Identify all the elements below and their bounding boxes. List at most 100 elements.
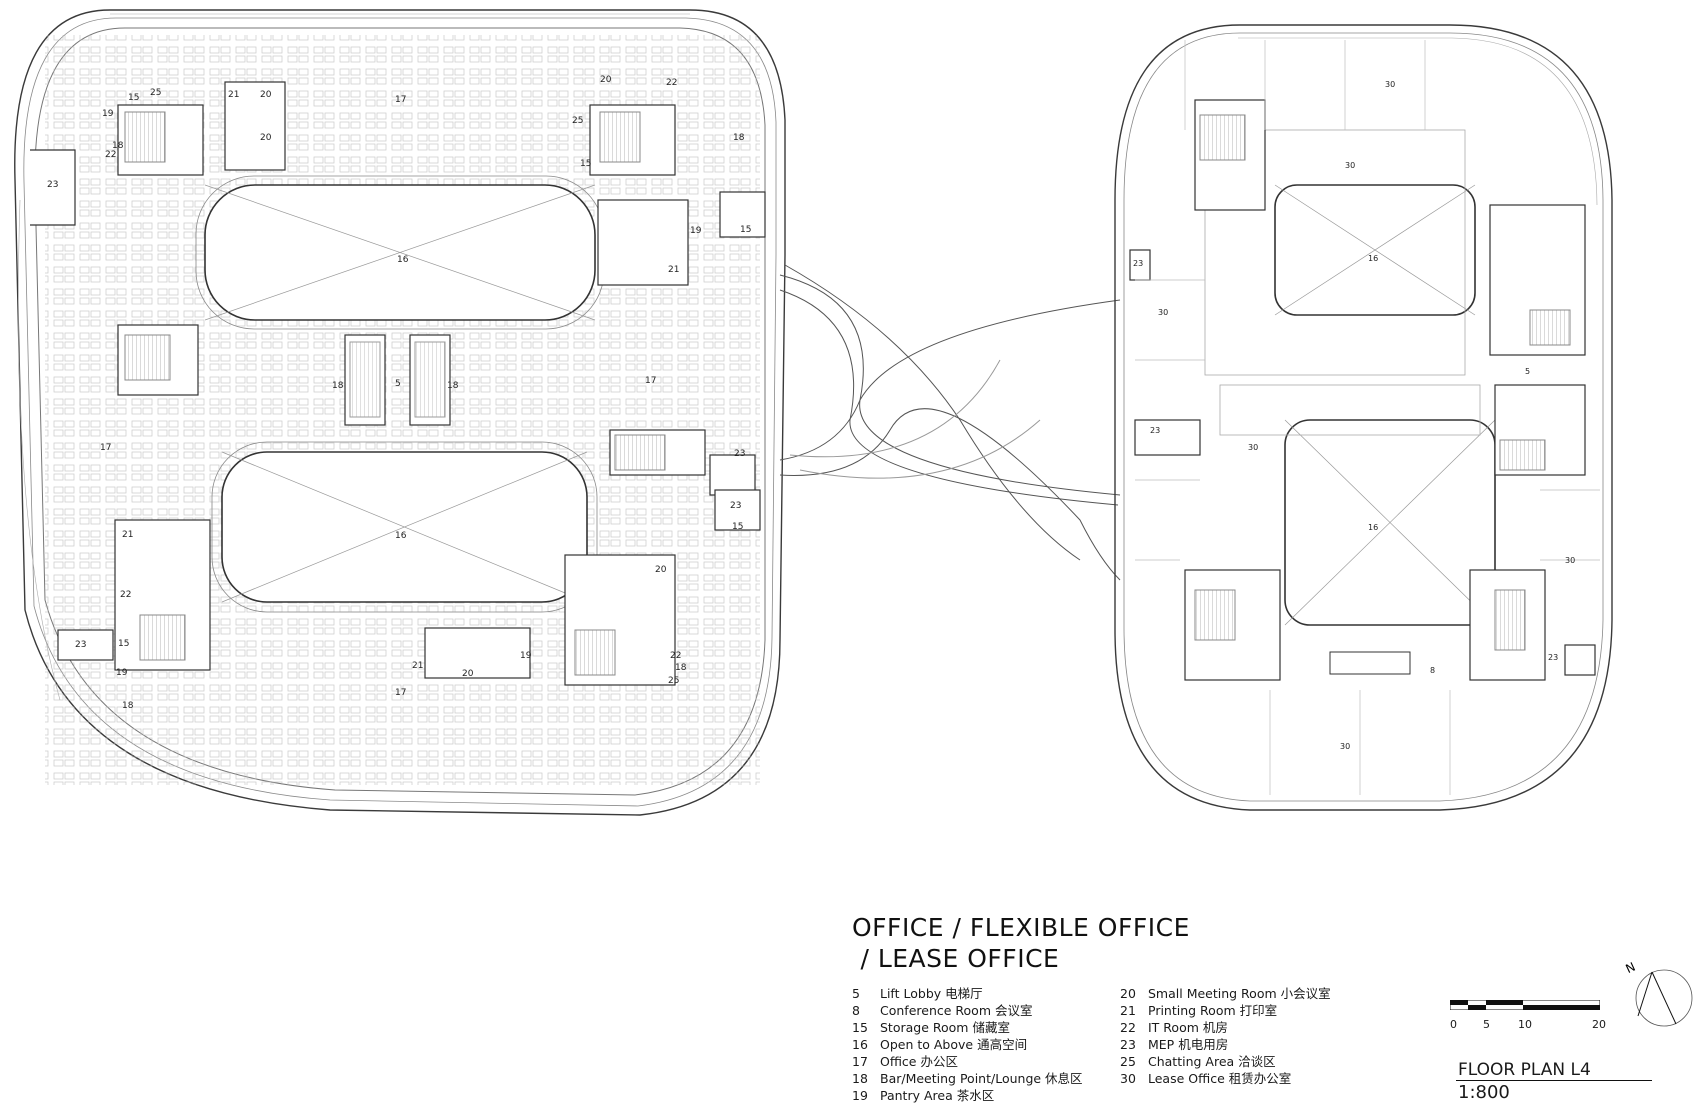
room-tag: 23 (1133, 259, 1143, 268)
room-tag: 17 (395, 688, 406, 698)
floor-plan-name: FLOOR PLAN L4 (1458, 1060, 1591, 1080)
scale-tick: 5 (1483, 1018, 1490, 1031)
room-tag: 30 (1340, 742, 1350, 751)
legend-label: Pantry Area 茶水区 (880, 1088, 995, 1103)
right-building (1114, 24, 1613, 811)
room-tag: 23 (75, 640, 86, 650)
room-tag: 30 (1248, 443, 1258, 452)
legend-item: 19 Pantry Area 茶水区 (852, 1087, 1083, 1104)
legend-column-1: 5 Lift Lobby 电梯厅 8 Conference Room 会议室 15 Sto… (852, 985, 1083, 1104)
room-tag: 17 (645, 376, 656, 386)
legend-number: 17 (852, 1054, 868, 1069)
room-tag: 19 (102, 109, 114, 119)
connecting-bridge (779, 264, 1121, 581)
legend-column-2: 20 Small Meeting Room 小会议室 21 Printing Room… (1120, 985, 1331, 1087)
legend-number: 8 (852, 1003, 860, 1018)
legend-number: 16 (852, 1037, 868, 1052)
legend-number: 30 (1120, 1071, 1136, 1086)
room-tag: 23 (1548, 653, 1558, 662)
room-tag: 20 (260, 90, 272, 100)
legend-label: Bar/Meeting Point/Lounge 休息区 (880, 1071, 1083, 1086)
room-tag: 19 (690, 226, 702, 236)
room-tag: 15 (128, 93, 139, 103)
legend-label: Storage Room 储藏室 (880, 1020, 1010, 1035)
room-tag: 15 (740, 225, 751, 235)
room-tag: 18 (675, 663, 687, 673)
room-tag: 23 (47, 180, 58, 190)
legend-number: 18 (852, 1071, 868, 1086)
room-tag: 30 (1385, 80, 1395, 89)
scale-tick: 10 (1518, 1018, 1532, 1031)
right-outer-facade (1114, 24, 1613, 811)
legend-label: Lift Lobby 电梯厅 (880, 986, 983, 1001)
room-tag: 18 (122, 701, 134, 711)
room-tag: 15 (118, 639, 129, 649)
room-tag: 18 (332, 381, 344, 391)
room-tags: 16 16 17 17 17 17 5 18 18 18 18 18 18 19… (47, 75, 1575, 751)
room-tag: 21 (412, 661, 423, 671)
divider (1456, 1080, 1652, 1081)
room-tag: 23 (734, 449, 745, 459)
room-tag: 19 (520, 651, 532, 661)
legend-number: 21 (1120, 1003, 1136, 1018)
room-tag: 18 (447, 381, 459, 391)
legend-item: 18 Bar/Meeting Point/Lounge 休息区 (852, 1070, 1083, 1087)
room-tag: 19 (116, 668, 128, 678)
legend-title-line: OFFICE / FLEXIBLE OFFICE (852, 913, 1190, 942)
legend-item: 8 Conference Room 会议室 (852, 1002, 1083, 1019)
room-tag: 20 (600, 75, 612, 85)
legend-label: MEP 机电用房 (1148, 1037, 1229, 1052)
legend-label: Printing Room 打印室 (1148, 1003, 1278, 1018)
legend-item: 22 IT Room 机房 (1120, 1019, 1331, 1036)
legend-item: 16 Open to Above 通高空间 (852, 1036, 1083, 1053)
legend-label: Chatting Area 洽谈区 (1148, 1054, 1276, 1069)
room-tag: 30 (1345, 161, 1355, 170)
room-tag: 17 (100, 443, 111, 453)
room-tag: 23 (1150, 426, 1160, 435)
room-tag: 23 (730, 501, 741, 511)
legend-item: 30 Lease Office 租赁办公室 (1120, 1070, 1331, 1087)
left-outer-facade (14, 9, 786, 816)
legend-label: Open to Above 通高空间 (880, 1037, 1028, 1052)
room-tag: 5 (395, 379, 401, 389)
left-building (14, 9, 786, 816)
legend-number: 5 (852, 986, 860, 1001)
room-tag: 17 (395, 95, 406, 105)
room-tag: 30 (1158, 308, 1168, 317)
legend-number: 19 (852, 1088, 868, 1103)
room-tag: 25 (572, 116, 583, 126)
legend-label: Small Meeting Room 小会议室 (1148, 986, 1331, 1001)
legend-number: 22 (1120, 1020, 1136, 1035)
room-tag: 25 (668, 676, 679, 686)
room-tag: 5 (1525, 367, 1530, 376)
scale-ratio: 1:800 (1458, 1082, 1510, 1103)
room-tag: 16 (395, 531, 407, 541)
legend-number: 15 (852, 1020, 868, 1035)
legend-label: Lease Office 租赁办公室 (1148, 1071, 1292, 1086)
room-tag: 22 (666, 78, 677, 88)
room-tag: 20 (655, 565, 667, 575)
legend-item: 20 Small Meeting Room 小会议室 (1120, 985, 1331, 1002)
legend-number: 20 (1120, 986, 1136, 1001)
legend-title-line: / LEASE OFFICE (852, 944, 1060, 973)
room-tag: 21 (668, 265, 679, 275)
north-label: N (1624, 960, 1637, 976)
room-tag: 15 (580, 159, 591, 169)
north-arrow-icon: N (1624, 960, 1693, 1027)
room-tag: 20 (260, 133, 272, 143)
legend-item: 5 Lift Lobby 电梯厅 (852, 985, 1083, 1002)
legend-label: Conference Room 会议室 (880, 1003, 1033, 1018)
legend-label: IT Room 机房 (1148, 1020, 1228, 1035)
legend-item: 15 Storage Room 储藏室 (852, 1019, 1083, 1036)
room-tag: 22 (670, 651, 681, 661)
legend-title: OFFICE / FLEXIBLE OFFICE / LEASE OFFICE (852, 912, 1190, 974)
room-tag: 18 (112, 141, 124, 151)
scale-tick: 20 (1592, 1018, 1606, 1031)
legend-number: 25 (1120, 1054, 1136, 1069)
legend-item: 21 Printing Room 打印室 (1120, 1002, 1331, 1019)
room-tag: 16 (1368, 523, 1378, 532)
room-tag: 18 (733, 133, 745, 143)
